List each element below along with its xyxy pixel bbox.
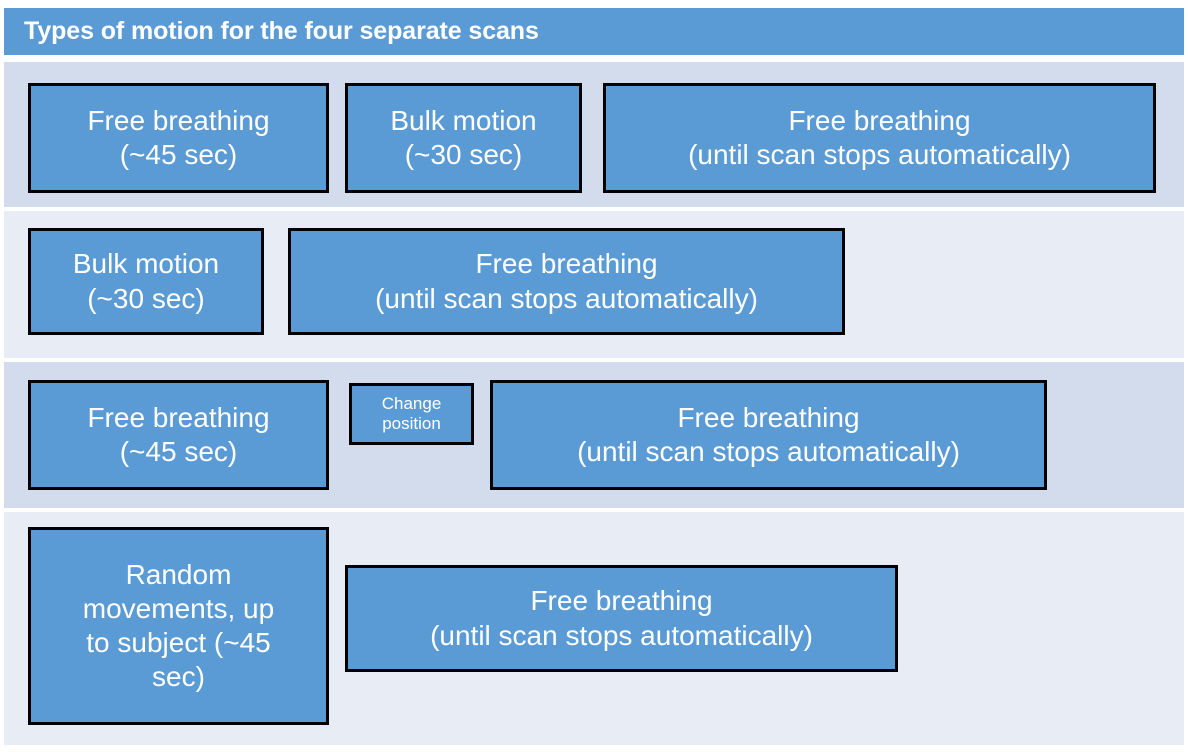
box-line-1: Bulk motion [72,248,220,280]
box-line-2: (until scan stops automatically) [577,436,960,467]
box-line-3: to subject (~45 [86,627,271,658]
scan-row-2: Bulk motion (~30 sec) Free breathing (un… [4,211,1184,358]
box-line-1: Free breathing [677,401,860,433]
scan-1-step-3-box[interactable]: Free breathing (until scan stops automat… [603,83,1156,193]
scan-3-change-position-box[interactable]: Change position [349,383,474,445]
scan-4-step-1-box[interactable]: Random movements, up to subject (~45 sec… [28,527,329,725]
scan-row-4: Random movements, up to subject (~45 sec… [4,512,1184,745]
box-line-2: (until scan stops automatically) [375,282,758,314]
box-line-2: (~45 sec) [119,436,238,467]
scan-3-step-1-box[interactable]: Free breathing (~45 sec) [28,380,329,490]
box-line-2: (until scan stops automatically) [430,619,813,651]
box-line-1: Bulk motion [390,104,537,136]
box-line-1: Free breathing [788,104,971,136]
box-line-1: Free breathing [475,248,658,280]
scan-1-step-1-box[interactable]: Free breathing (~45 sec) [28,83,329,193]
slide-header-band: Types of motion for the four separate sc… [4,8,1184,55]
box-line-1: Random [125,558,232,590]
scan-2-step-2-box[interactable]: Free breathing (until scan stops automat… [288,228,845,335]
box-line-1: Free breathing [530,585,713,617]
box-line-4: sec) [152,661,205,693]
box-line-2: movements, up [82,592,275,624]
scan-row-3: Free breathing (~45 sec) Change position… [4,362,1184,508]
box-line-2: (~45 sec) [119,139,238,170]
scan-3-step-3-box[interactable]: Free breathing (until scan stops automat… [490,380,1047,490]
box-line-1: Free breathing [87,401,270,433]
scan-2-step-1-box[interactable]: Bulk motion (~30 sec) [28,228,264,335]
scan-row-1: Free breathing (~45 sec) Bulk motion (~3… [4,62,1184,207]
scan-1-step-2-box[interactable]: Bulk motion (~30 sec) [345,83,582,193]
box-line-1: Free breathing [87,104,270,136]
box-line-1: Change [381,393,442,413]
box-line-2: (~30 sec) [404,139,523,170]
box-line-2: position [382,414,441,433]
box-line-2: (~30 sec) [87,282,205,314]
scan-4-step-2-box[interactable]: Free breathing (until scan stops automat… [345,565,898,672]
page-title: Types of motion for the four separate sc… [24,17,539,45]
box-line-2: (until scan stops automatically) [688,139,1071,170]
